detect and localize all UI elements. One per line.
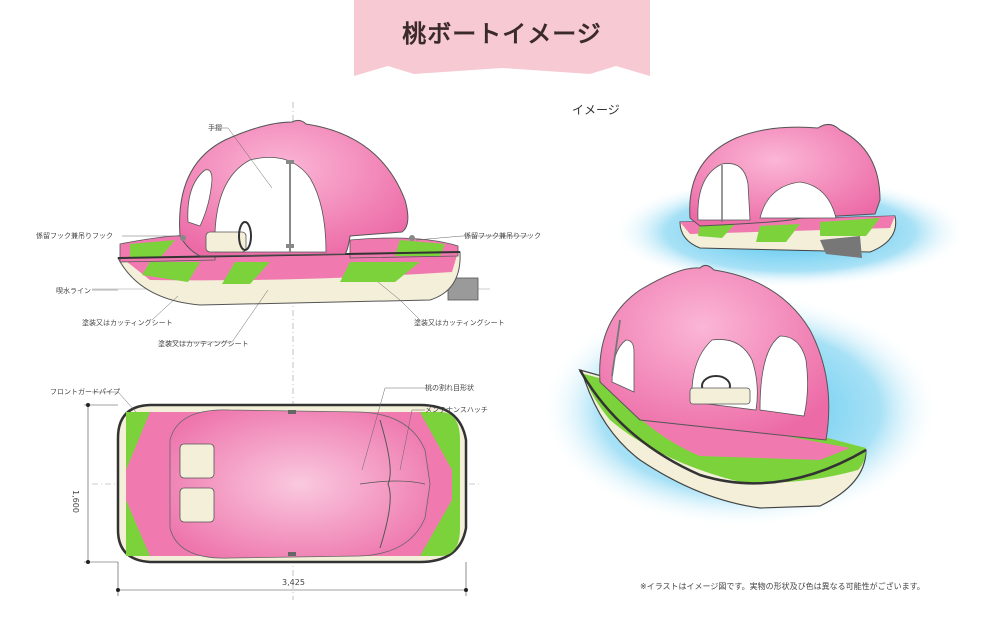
label-peach-crack: 桃の割れ目形状 xyxy=(425,384,474,392)
label-front-guard: フロントガードパイプ xyxy=(50,388,120,396)
top-seat-2 xyxy=(179,487,215,523)
top-handrail-mount-1 xyxy=(288,410,296,414)
lower-window-right xyxy=(759,335,808,417)
side-front-green xyxy=(130,240,175,258)
dim-dot-1 xyxy=(86,403,90,407)
label-sheet-left: 塗装又はカッティングシート xyxy=(82,319,173,327)
top-seat-1 xyxy=(179,443,215,479)
side-hook-right xyxy=(409,235,415,241)
top-leaders xyxy=(92,387,425,471)
top-handrail-mount-2 xyxy=(288,552,296,556)
top-peach-crack xyxy=(379,419,391,549)
label-sheet-bottom: 塗装又はカッティングシート xyxy=(158,340,249,348)
dim-dot-2 xyxy=(86,560,90,564)
side-handrail-mount-top xyxy=(286,160,294,164)
upper-green-1 xyxy=(698,224,735,238)
side-handrail-mount-bottom xyxy=(286,244,294,248)
side-green-stripe-2 xyxy=(222,262,270,284)
side-dome-opening xyxy=(214,157,327,253)
side-hook-left xyxy=(180,235,186,241)
upper-green-3 xyxy=(820,218,880,236)
upper-dome-opening xyxy=(759,181,837,219)
banner-ribbon xyxy=(354,0,650,76)
lower-rail xyxy=(578,369,867,485)
top-dome xyxy=(169,409,431,559)
side-seat xyxy=(205,231,247,253)
label-waterline: 喫水ライン xyxy=(56,287,91,295)
upper-green-2 xyxy=(756,224,800,242)
side-window xyxy=(187,169,213,227)
side-steering-wheel xyxy=(238,221,252,251)
dimension-lines xyxy=(84,404,467,596)
label-hook-right: 係留フック兼吊りフック xyxy=(464,232,541,240)
perspective-upper xyxy=(612,124,968,288)
title-banner: 桃ボートイメージ xyxy=(354,0,650,76)
dim-length: 3,425 xyxy=(282,578,305,587)
lower-handrail xyxy=(611,319,621,377)
side-leaders xyxy=(92,127,528,343)
upper-motor xyxy=(820,236,862,258)
upper-window-left xyxy=(697,163,751,221)
top-hatch-line xyxy=(359,480,426,485)
label-hatch: メンテナンスハッチ xyxy=(425,406,488,414)
label-sheet-right: 塗装又はカッティングシート xyxy=(414,319,505,327)
image-label: イメージ xyxy=(572,103,620,117)
side-view xyxy=(92,102,528,600)
page-title: 桃ボートイメージ xyxy=(402,20,602,48)
top-view xyxy=(84,387,480,596)
lower-seat xyxy=(689,387,751,405)
label-hook-left: 係留フック兼吊りフック xyxy=(36,232,113,240)
dim-dot-3 xyxy=(116,588,120,592)
footnote: ※イラストはイメージ図です。実物の形状及び色は異なる可能性がございます。 xyxy=(640,582,925,591)
side-green-stripe-1 xyxy=(142,262,200,282)
side-green-stripe-3 xyxy=(340,262,420,282)
perspective-lower xyxy=(540,264,940,528)
label-handrail: 手摺 xyxy=(208,124,222,132)
dim-dot-4 xyxy=(464,588,468,592)
dim-width: 1,600 xyxy=(71,490,80,513)
